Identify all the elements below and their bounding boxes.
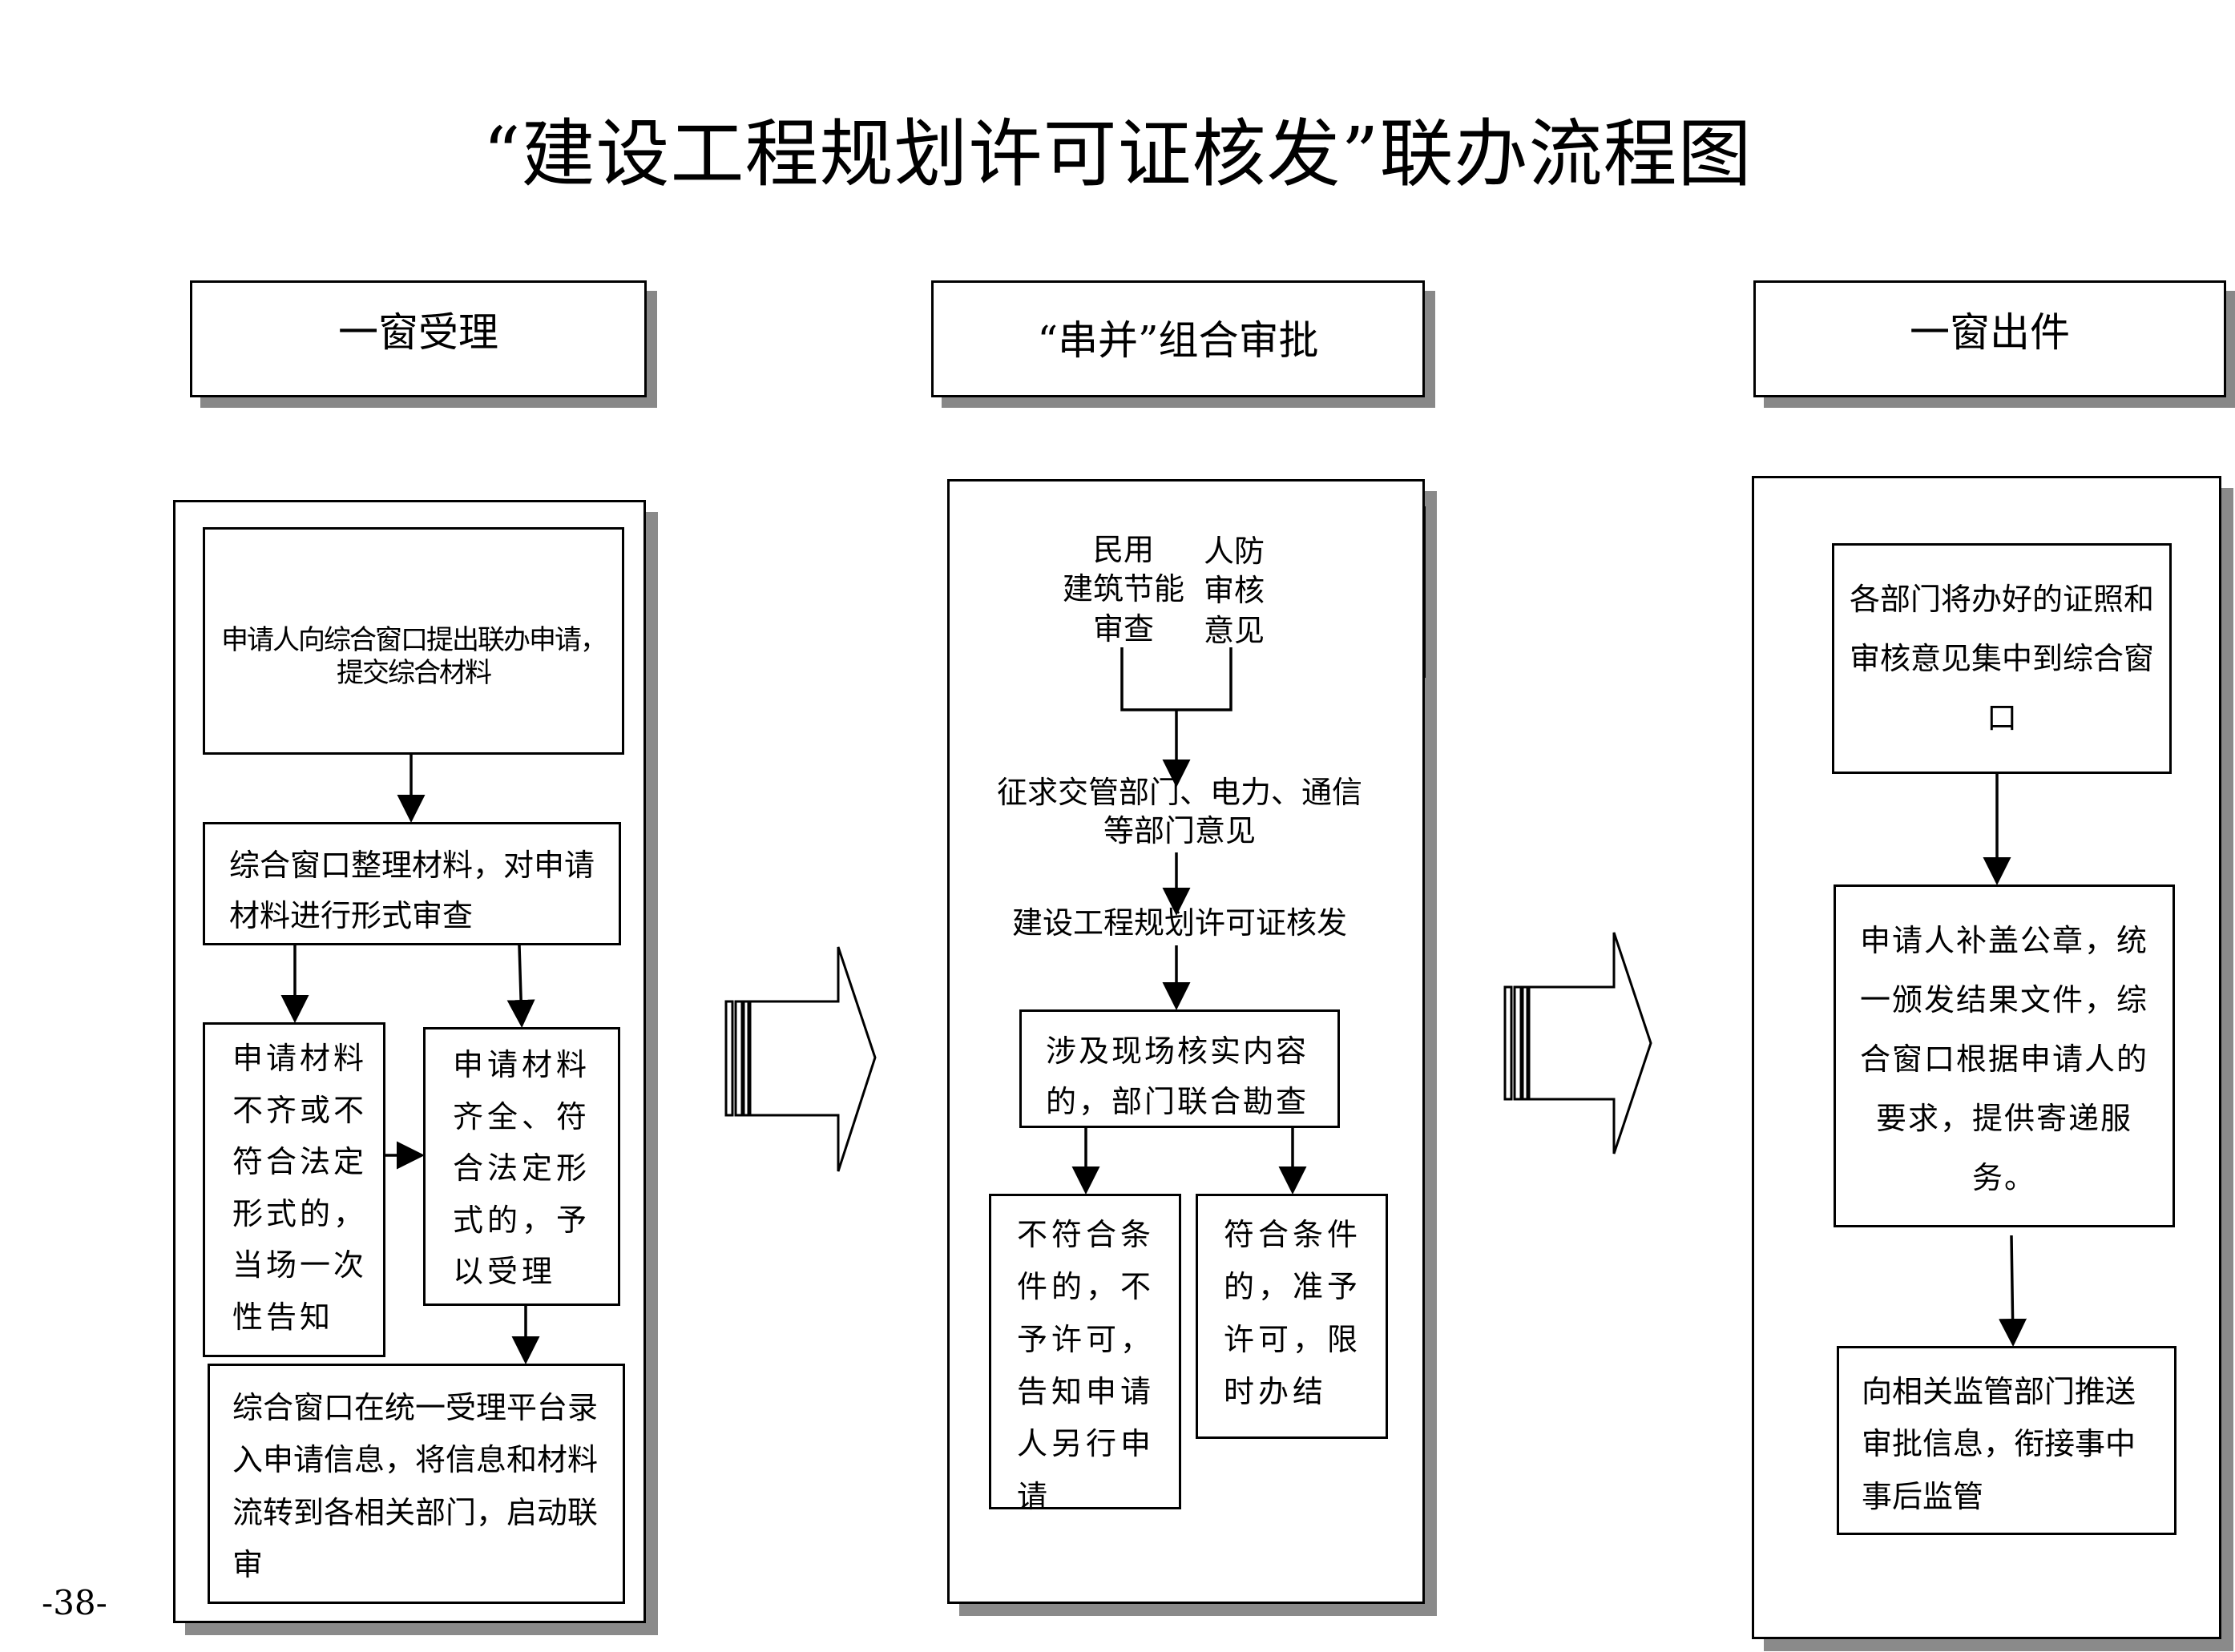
- incomplete-box: 申请材料不齐或不符合法定形式的，当场一次性告知: [203, 1022, 385, 1357]
- arrow-review-to-complete: [506, 945, 535, 1028]
- civil-defense-line: 审核: [1203, 573, 1265, 609]
- energy-review-line: 建筑节能: [1062, 571, 1184, 607]
- complete-box: 申请材料齐全、符合法定形式的，予以受理: [423, 1027, 620, 1306]
- civil-defense-label: 人防 审核 意见: [1194, 532, 1274, 651]
- merge-bracket: [1120, 647, 1232, 711]
- issue-box: 申请人补盖公章，统一颁发结果文件，综合窗口根据申请人的要求，提供寄递服务。: [1834, 884, 2175, 1227]
- energy-review-line: 民用: [1092, 532, 1154, 567]
- review-box: 综合窗口整理材料，对申请材料进行形式审查: [203, 822, 621, 945]
- civil-defense-line: 人防: [1203, 534, 1265, 569]
- consult-label: 征求交管部门、电力、通信 等部门意见: [979, 774, 1380, 850]
- page-title: “建设工程规划许可证核发”联办流程图: [482, 111, 1753, 197]
- header-window-delivery: 一窗出件: [1753, 280, 2226, 397]
- collect-box: 各部门将办好的证照和审核意见集中到综合窗口: [1832, 543, 2172, 774]
- header-joint-approval: “串并”组合审批: [931, 280, 1425, 397]
- consult-line: 等部门意见: [1103, 812, 1256, 848]
- civil-defense-line: 意见: [1203, 612, 1265, 648]
- header-window-acceptance: 一窗受理: [190, 280, 647, 397]
- survey-box: 涉及现场核实内容的，部门联合勘查: [1019, 1009, 1340, 1128]
- arrow-issue-to-push: [1999, 1235, 2027, 1347]
- page-number: -38-: [42, 1583, 107, 1622]
- energy-review-label: 民用 建筑节能 审查: [1051, 530, 1196, 649]
- energy-review-line: 审查: [1092, 610, 1154, 647]
- reject-box: 不符合条件的，不予许可，告知申请人另行申请: [989, 1194, 1181, 1514]
- block-arrow-left-to-middle: [724, 946, 877, 1172]
- block-arrow-middle-to-right: [1503, 932, 1652, 1154]
- register-box: 综合窗口在统一受理平台录入申请信息，将信息和材料流转到各相关部门，启动联审: [208, 1364, 625, 1604]
- apply-box: 申请人向综合窗口提出联办申请，提交综合材料: [203, 527, 624, 755]
- approve-box: 符合条件的，准予许可，限时办结: [1196, 1194, 1388, 1439]
- push-box: 向相关监管部门推送审批信息，衔接事中事后监管: [1837, 1346, 2177, 1535]
